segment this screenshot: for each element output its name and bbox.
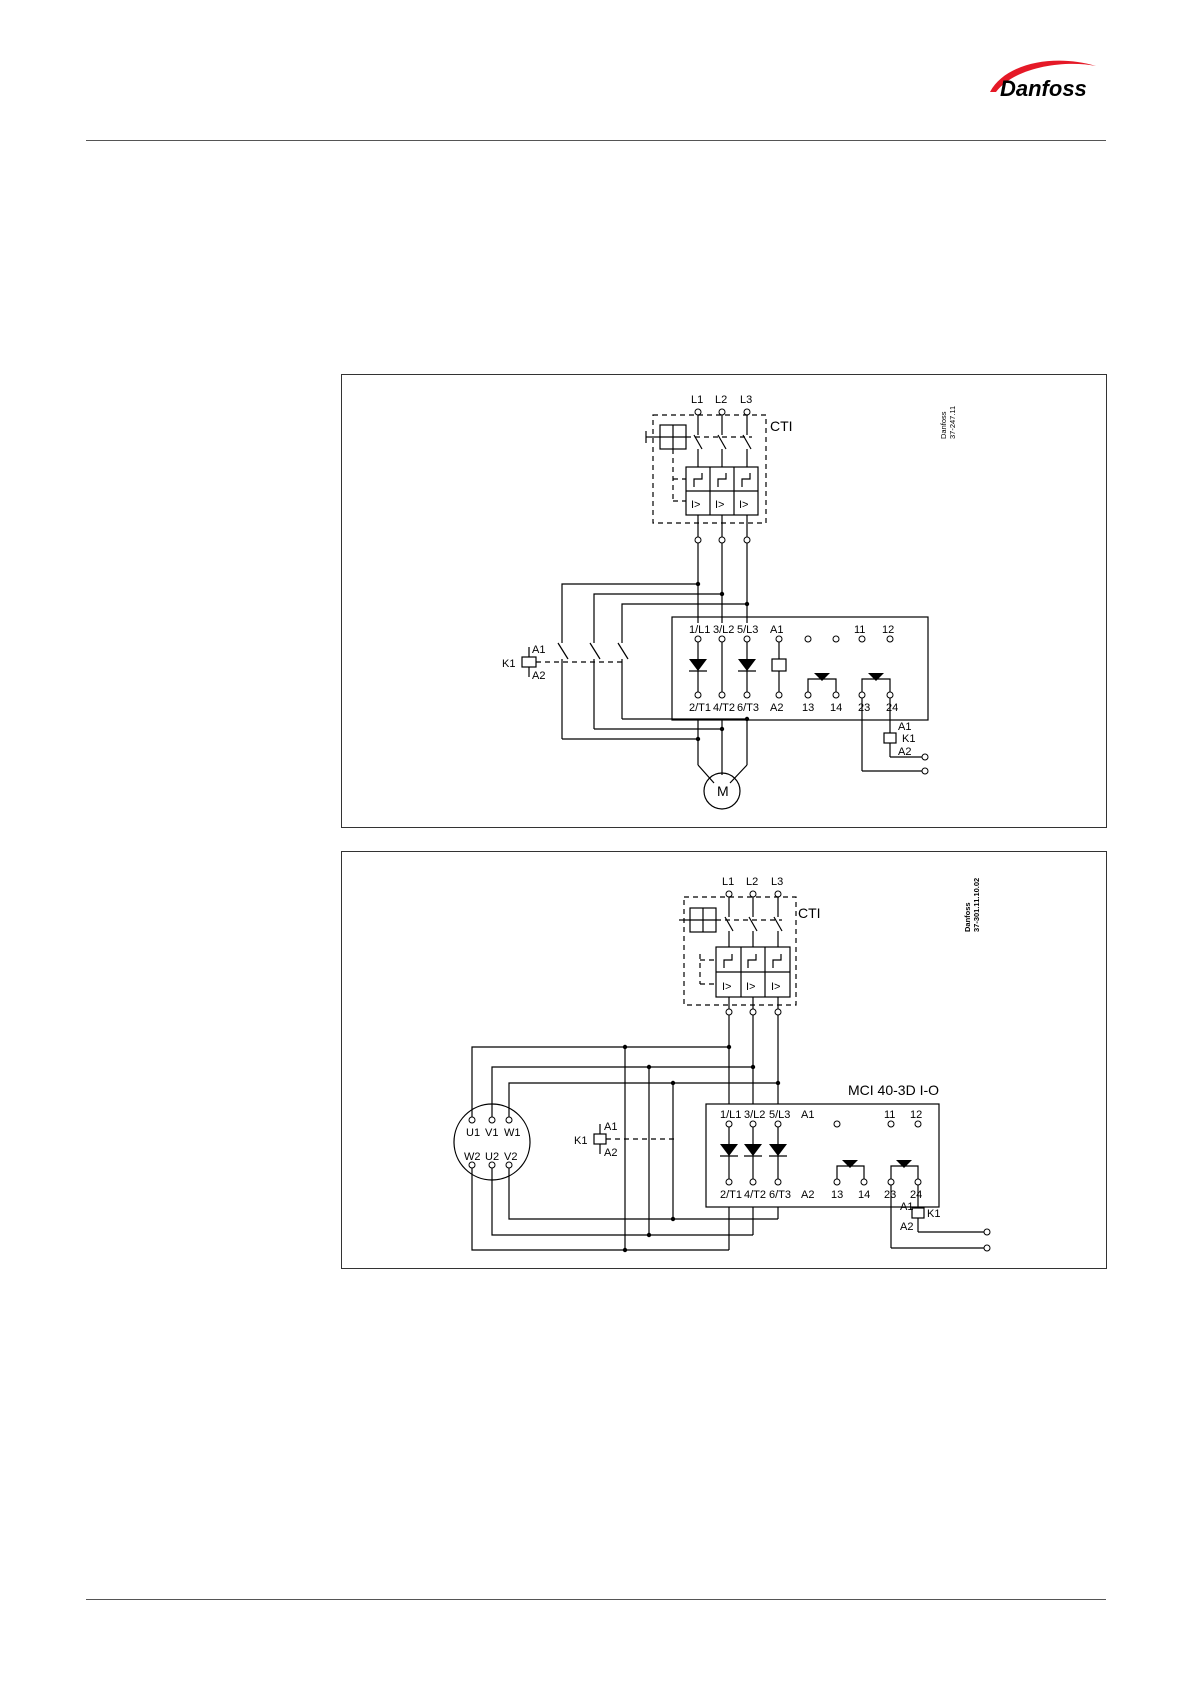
contactor-k1-label: K1 (574, 1135, 587, 1147)
line-label-l1: L1 (691, 394, 703, 406)
line-label-l2: L2 (746, 876, 758, 888)
coil-a2: A2 (532, 670, 545, 682)
line-label-l3: L3 (740, 394, 752, 406)
danfoss-logo: Danfoss (986, 52, 1106, 108)
term-a1: A1 (770, 624, 783, 636)
module-title: MCI 40-3D I-O (848, 1082, 939, 1098)
motor-u2: U2 (485, 1151, 499, 1163)
term-13: 13 (802, 702, 814, 714)
line-label-l3: L3 (771, 876, 783, 888)
trip-label-3: I> (739, 499, 748, 511)
term-2t1: 2/T1 (689, 702, 711, 714)
logo-text: Danfoss (1000, 76, 1087, 101)
term-6t3: 6/T3 (769, 1189, 791, 1201)
term-14: 14 (858, 1189, 870, 1201)
coil-a1: A1 (604, 1121, 617, 1133)
term-a1: A1 (801, 1109, 814, 1121)
coil-a1: A1 (532, 644, 545, 656)
term-3l2: 3/L2 (744, 1109, 765, 1121)
doc-id-1: Danfoss 37-247.11 (939, 406, 957, 439)
wiring-diagram-star-delta: Danfoss 37-301.11.10.02 L1 L2 L3 CTI I> … (341, 851, 1107, 1269)
line-label-l1: L1 (722, 876, 734, 888)
relay-a2: A2 (900, 1221, 913, 1233)
motor-v1: V1 (485, 1127, 498, 1139)
term-4t2: 4/T2 (744, 1189, 766, 1201)
term-a2: A2 (770, 702, 783, 714)
term-13: 13 (831, 1189, 843, 1201)
relay-a1: A1 (900, 1201, 913, 1213)
trip-label-3: I> (771, 981, 780, 993)
motor-v2: V2 (504, 1151, 517, 1163)
term-12: 12 (882, 624, 894, 636)
term-23: 23 (858, 702, 870, 714)
relay-k1-label: K1 (902, 733, 915, 745)
term-14: 14 (830, 702, 842, 714)
motor-w2: W2 (464, 1151, 481, 1163)
term-5l3: 5/L3 (737, 624, 758, 636)
trip-label-2: I> (746, 981, 755, 993)
header-rule (86, 140, 1106, 141)
trip-label-1: I> (722, 981, 731, 993)
term-3l2: 3/L2 (713, 624, 734, 636)
term-6t3: 6/T3 (737, 702, 759, 714)
trip-label-1: I> (691, 499, 700, 511)
term-1l1: 1/L1 (689, 624, 710, 636)
doc-id-2: Danfoss 37-301.11.10.02 (963, 878, 981, 932)
term-12: 12 (910, 1109, 922, 1121)
cti-label: CTI (770, 418, 793, 434)
relay-a2: A2 (898, 746, 911, 758)
term-5l3: 5/L3 (769, 1109, 790, 1121)
term-23: 23 (884, 1189, 896, 1201)
term-11: 11 (854, 624, 865, 636)
relay-a1: A1 (898, 721, 911, 733)
term-11: 11 (884, 1109, 895, 1121)
wiring-diagram-reversing: Danfoss 37-247.11 L1 L2 L3 CTI I> I> I> (341, 374, 1107, 828)
term-4t2: 4/T2 (713, 702, 735, 714)
line-label-l2: L2 (715, 394, 727, 406)
term-24: 24 (910, 1189, 922, 1201)
motor-label: M (717, 783, 729, 799)
relay-k1-label: K1 (927, 1208, 940, 1220)
coil-a2: A2 (604, 1147, 617, 1159)
trip-label-2: I> (715, 499, 724, 511)
contactor-k1-label: K1 (502, 658, 515, 670)
cti-label: CTI (798, 905, 821, 921)
term-2t1: 2/T1 (720, 1189, 742, 1201)
footer-rule (86, 1599, 1106, 1600)
motor-u1: U1 (466, 1127, 480, 1139)
term-a2: A2 (801, 1189, 814, 1201)
motor-w1: W1 (504, 1127, 521, 1139)
term-1l1: 1/L1 (720, 1109, 741, 1121)
term-24: 24 (886, 702, 898, 714)
